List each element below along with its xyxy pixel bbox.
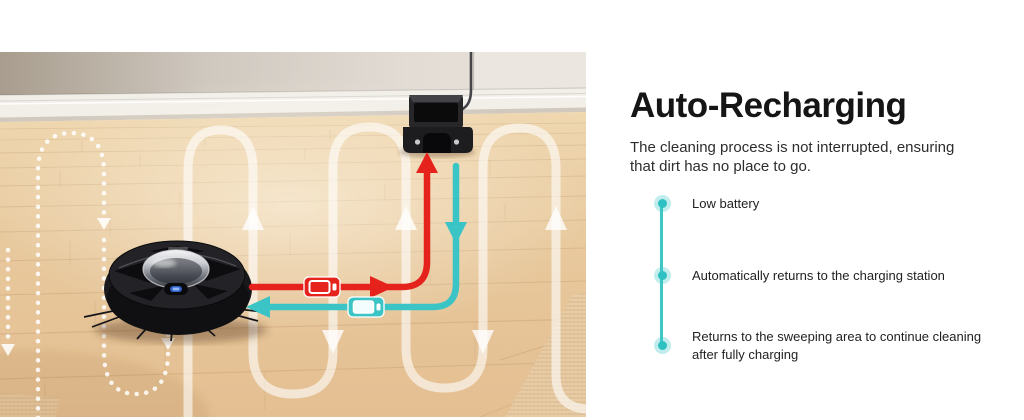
arrow-left-icon bbox=[246, 296, 270, 318]
arrow-down-icon bbox=[445, 222, 467, 244]
robot-vacuum bbox=[83, 240, 267, 343]
scene-photo bbox=[0, 52, 591, 420]
cleaning-path-solid bbox=[183, 122, 591, 420]
charging-station bbox=[399, 52, 475, 158]
section-title: Auto-Recharging bbox=[630, 86, 907, 125]
cleaning-path-dotted bbox=[5, 130, 171, 420]
timeline-dot-1 bbox=[653, 194, 671, 212]
charging-pin-right bbox=[453, 139, 460, 145]
section-description: The cleaning process is not interrupted,… bbox=[630, 139, 955, 175]
timeline-step-label-2: Automatically returns to the charging st… bbox=[692, 268, 945, 283]
charging-pin-left bbox=[414, 139, 421, 145]
robot-vacuum-scene bbox=[0, 52, 591, 420]
battery-full-icon bbox=[347, 296, 385, 318]
rug-corner-right bbox=[505, 293, 586, 417]
arrow-up-icon bbox=[416, 152, 438, 173]
timeline-step-label-3: Returns to the sweeping area to continue… bbox=[692, 329, 982, 362]
brand-mark bbox=[168, 247, 188, 250]
timeline-dot-2 bbox=[653, 266, 671, 284]
power-cable bbox=[457, 52, 473, 114]
arrow-right-icon bbox=[370, 276, 394, 298]
battery-low-icon bbox=[303, 276, 341, 298]
timeline-dot-3 bbox=[653, 336, 671, 354]
timeline-step-label-1: Low battery bbox=[692, 196, 760, 211]
wall-corner bbox=[473, 52, 475, 98]
solid-path-arrows bbox=[242, 206, 567, 354]
floor-shade bbox=[0, 350, 210, 420]
resume-path-teal bbox=[246, 162, 467, 318]
return-path-red bbox=[248, 152, 438, 298]
